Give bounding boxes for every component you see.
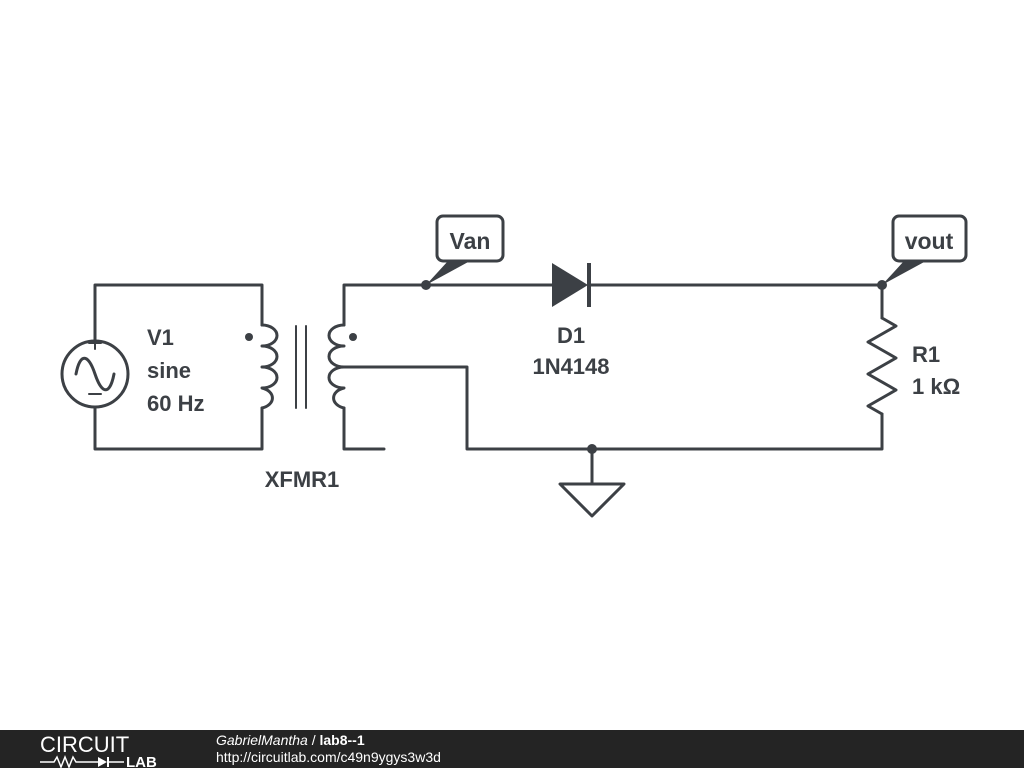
logo-text-top: CIRCUIT — [40, 732, 129, 757]
d1-name-label: D1 — [557, 323, 585, 348]
logo-diode-bar — [107, 757, 109, 767]
footer-bar: CIRCUIT LAB GabrielMantha / lab8--1 http… — [0, 730, 1024, 768]
d1-cathode-bar — [587, 263, 591, 307]
primary-coil — [260, 323, 279, 410]
wire-secondary-top — [342, 283, 558, 327]
v1-freq-label: 60 Hz — [147, 391, 204, 416]
logo-resistor-icon — [40, 754, 98, 768]
probe-van-box[interactable] — [435, 214, 505, 263]
probe-van-pointer — [426, 261, 470, 285]
d1-part-label: 1N4148 — [532, 354, 609, 379]
circuit-title[interactable]: lab8--1 — [319, 732, 365, 748]
v1-sine-source-icon — [60, 337, 130, 409]
v1-name-label: V1 — [147, 325, 174, 350]
wire-source-top — [93, 283, 264, 343]
xfmr1-transformer-icon — [260, 323, 346, 410]
r1-resistor-icon — [866, 316, 898, 416]
wire-secondary-bottom — [342, 406, 386, 451]
v1-type-label: sine — [147, 358, 191, 383]
r1-name-label: R1 — [912, 342, 940, 367]
logo-text-bottom: LAB — [126, 754, 157, 768]
footer-title-line: GabrielMantha / lab8--1 — [216, 732, 365, 748]
xfmr-dot-primary — [245, 333, 253, 341]
xfmr1-name-label: XFMR1 — [265, 467, 340, 492]
ground-icon — [558, 482, 626, 518]
logo-diode-icon — [98, 757, 107, 767]
d1-diode-icon — [552, 263, 588, 307]
secondary-coil — [327, 323, 346, 410]
xfmr-dot-secondary — [349, 333, 357, 341]
probe-vout-box[interactable] — [891, 214, 968, 263]
author-name[interactable]: GabrielMantha — [216, 732, 308, 748]
wire-r1-to-ground — [342, 365, 884, 451]
circuitlab-logo[interactable]: CIRCUIT LAB — [40, 732, 180, 768]
wire-source-bottom — [93, 405, 264, 451]
title-separator: / — [307, 732, 320, 748]
junction-ground — [587, 444, 597, 454]
r1-value-label: 1 kΩ — [912, 374, 960, 399]
probe-vout-pointer — [882, 261, 926, 285]
probe-van-label: Van — [450, 228, 491, 254]
probe-vout-label: vout — [905, 228, 954, 254]
schematic-canvas: Van vout V1 sine 60 Hz XFMR1 D1 1N4148 R… — [60, 214, 968, 518]
circuit-url-link[interactable]: http://circuitlab.com/c49n9ygys3w3d — [216, 749, 441, 765]
